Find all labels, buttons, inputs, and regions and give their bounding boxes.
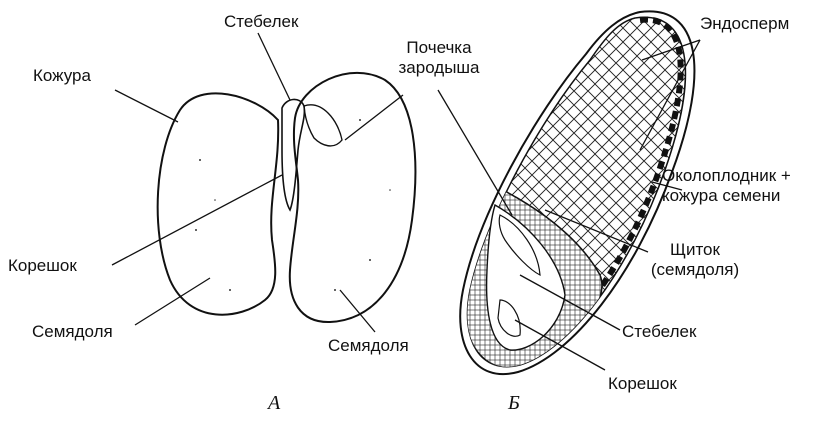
label-embryo-bud-line2: зародыша: [384, 58, 494, 78]
label-embryo-bud: Почечка зародыша: [384, 38, 494, 78]
label-pericarp: Околоплодник + кожура семени: [662, 166, 791, 206]
label-root-a: Корешок: [8, 256, 77, 276]
bean-seed: [112, 33, 415, 332]
label-endosperm: Эндосперм: [700, 14, 789, 34]
label-stem-a: Стебелек: [224, 12, 298, 32]
embryo-stem-shape: [282, 99, 304, 210]
label-pericarp-line2: кожура семени: [662, 186, 791, 206]
label-embryo-bud-line1: Почечка: [384, 38, 494, 58]
caption-a: А: [268, 392, 280, 415]
label-cotyledon-left: Семядоля: [32, 322, 113, 342]
right-cotyledon-shape: [290, 73, 416, 322]
embryo-bud-shape: [304, 105, 342, 146]
caption-b: Б: [508, 392, 520, 415]
label-coat: Кожура: [33, 66, 91, 86]
label-scutellum-line2: (семядоля): [640, 260, 750, 280]
label-scutellum-line1: Щиток: [640, 240, 750, 260]
label-cotyledon-right: Семядоля: [328, 336, 409, 356]
left-cotyledon-shape: [158, 93, 279, 314]
label-stem-b: Стебелек: [622, 322, 696, 342]
label-pericarp-line1: Околоплодник +: [662, 166, 791, 186]
leader-lines-a: [112, 33, 403, 332]
label-scutellum: Щиток (семядоля): [640, 240, 750, 280]
label-root-b: Корешок: [608, 374, 677, 394]
